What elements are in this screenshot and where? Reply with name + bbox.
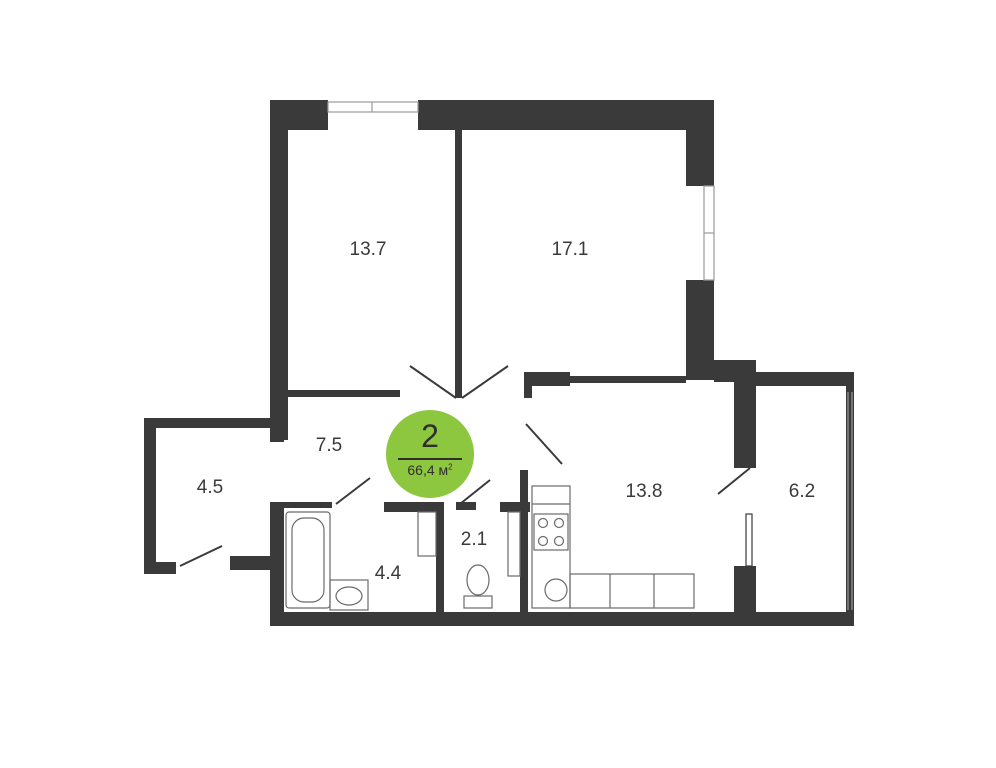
toilet-tank xyxy=(463,595,493,609)
door-toilet xyxy=(459,479,491,505)
door-loggia-right-frame xyxy=(745,513,753,567)
counter-vertical xyxy=(531,485,571,609)
door-loggia-left xyxy=(179,545,223,567)
counter-bottom xyxy=(569,573,695,609)
fixtures xyxy=(285,485,695,611)
towel-rail-bath xyxy=(417,511,437,557)
badge-area-value: 66,4 м xyxy=(407,462,449,478)
wall-loggia-left-top xyxy=(144,418,286,428)
window-top xyxy=(327,101,419,113)
wall-loggia-left-side xyxy=(144,418,156,574)
doors xyxy=(179,365,753,567)
room-area-loggia-right: 6.2 xyxy=(788,481,816,502)
door-living xyxy=(461,365,509,399)
wall-kitchen-top xyxy=(570,376,686,383)
wall-kitchen-left xyxy=(524,372,532,398)
wall-loggia-left-bottom2 xyxy=(230,556,270,570)
wall-kitchen-top-left xyxy=(524,372,570,386)
wall-loggia-top2 xyxy=(756,372,854,386)
toilet-bowl xyxy=(466,564,490,596)
wall-bottom xyxy=(270,612,854,626)
room-area-bedroom: 13.7 xyxy=(349,239,387,260)
wall-loggia-left-lower xyxy=(734,566,756,626)
badge-area-unit-sup: 2 xyxy=(448,462,453,472)
room-area-bathroom: 4.4 xyxy=(374,563,402,584)
badge-total-area: 66,4 м2 xyxy=(386,462,474,478)
wall-toilet-kitchen xyxy=(520,470,528,612)
badge-room-count: 2 xyxy=(421,418,439,454)
wall-hall-left-lower xyxy=(270,428,284,442)
wall-bath-toilet-top xyxy=(384,502,440,512)
burner-1 xyxy=(537,517,549,529)
wall-right-lower xyxy=(686,280,714,380)
wall-loggia-left-bottom xyxy=(144,562,176,574)
door-kitchen xyxy=(525,423,563,465)
wall-loggia-right xyxy=(846,372,854,624)
door-bathroom xyxy=(335,477,371,505)
kitchen-sink xyxy=(544,578,568,602)
door-bedroom xyxy=(409,365,457,399)
room-area-toilet: 2.1 xyxy=(460,529,488,550)
room-area-loggia-left: 4.5 xyxy=(196,477,224,498)
room-area-living-room: 17.1 xyxy=(551,239,589,260)
bath-sink-bowl xyxy=(335,586,363,606)
wall-bath-toilet xyxy=(436,502,444,612)
wall-top-right xyxy=(418,100,714,130)
burner-2 xyxy=(553,517,565,529)
room-area-kitchen: 13.8 xyxy=(625,481,663,502)
burner-3 xyxy=(537,535,549,547)
towel-rail-toilet xyxy=(507,511,521,577)
room-area-hallway: 7.5 xyxy=(315,435,343,456)
wall-bath-left xyxy=(270,502,284,626)
badge-divider xyxy=(398,458,462,460)
stove xyxy=(533,513,569,551)
bathtub-inner xyxy=(291,517,325,603)
wall-toilet-top xyxy=(456,502,476,510)
wall-right-upper xyxy=(686,100,714,186)
wall-toilet-kitchen-top xyxy=(500,502,530,512)
windows xyxy=(327,101,853,610)
bathtub xyxy=(285,511,331,609)
wall-bedroom-left xyxy=(270,100,288,440)
wall-hallway-top xyxy=(288,390,400,397)
wall-loggia-left-upper xyxy=(734,360,756,468)
walls xyxy=(144,100,854,626)
apartment-badge: 2 66,4 м2 xyxy=(386,410,474,498)
bath-sink xyxy=(329,579,369,611)
burner-4 xyxy=(553,535,565,547)
door-loggia-right xyxy=(717,467,751,495)
wall-partition-vertical xyxy=(455,130,462,398)
wall-bath-top xyxy=(270,502,332,508)
